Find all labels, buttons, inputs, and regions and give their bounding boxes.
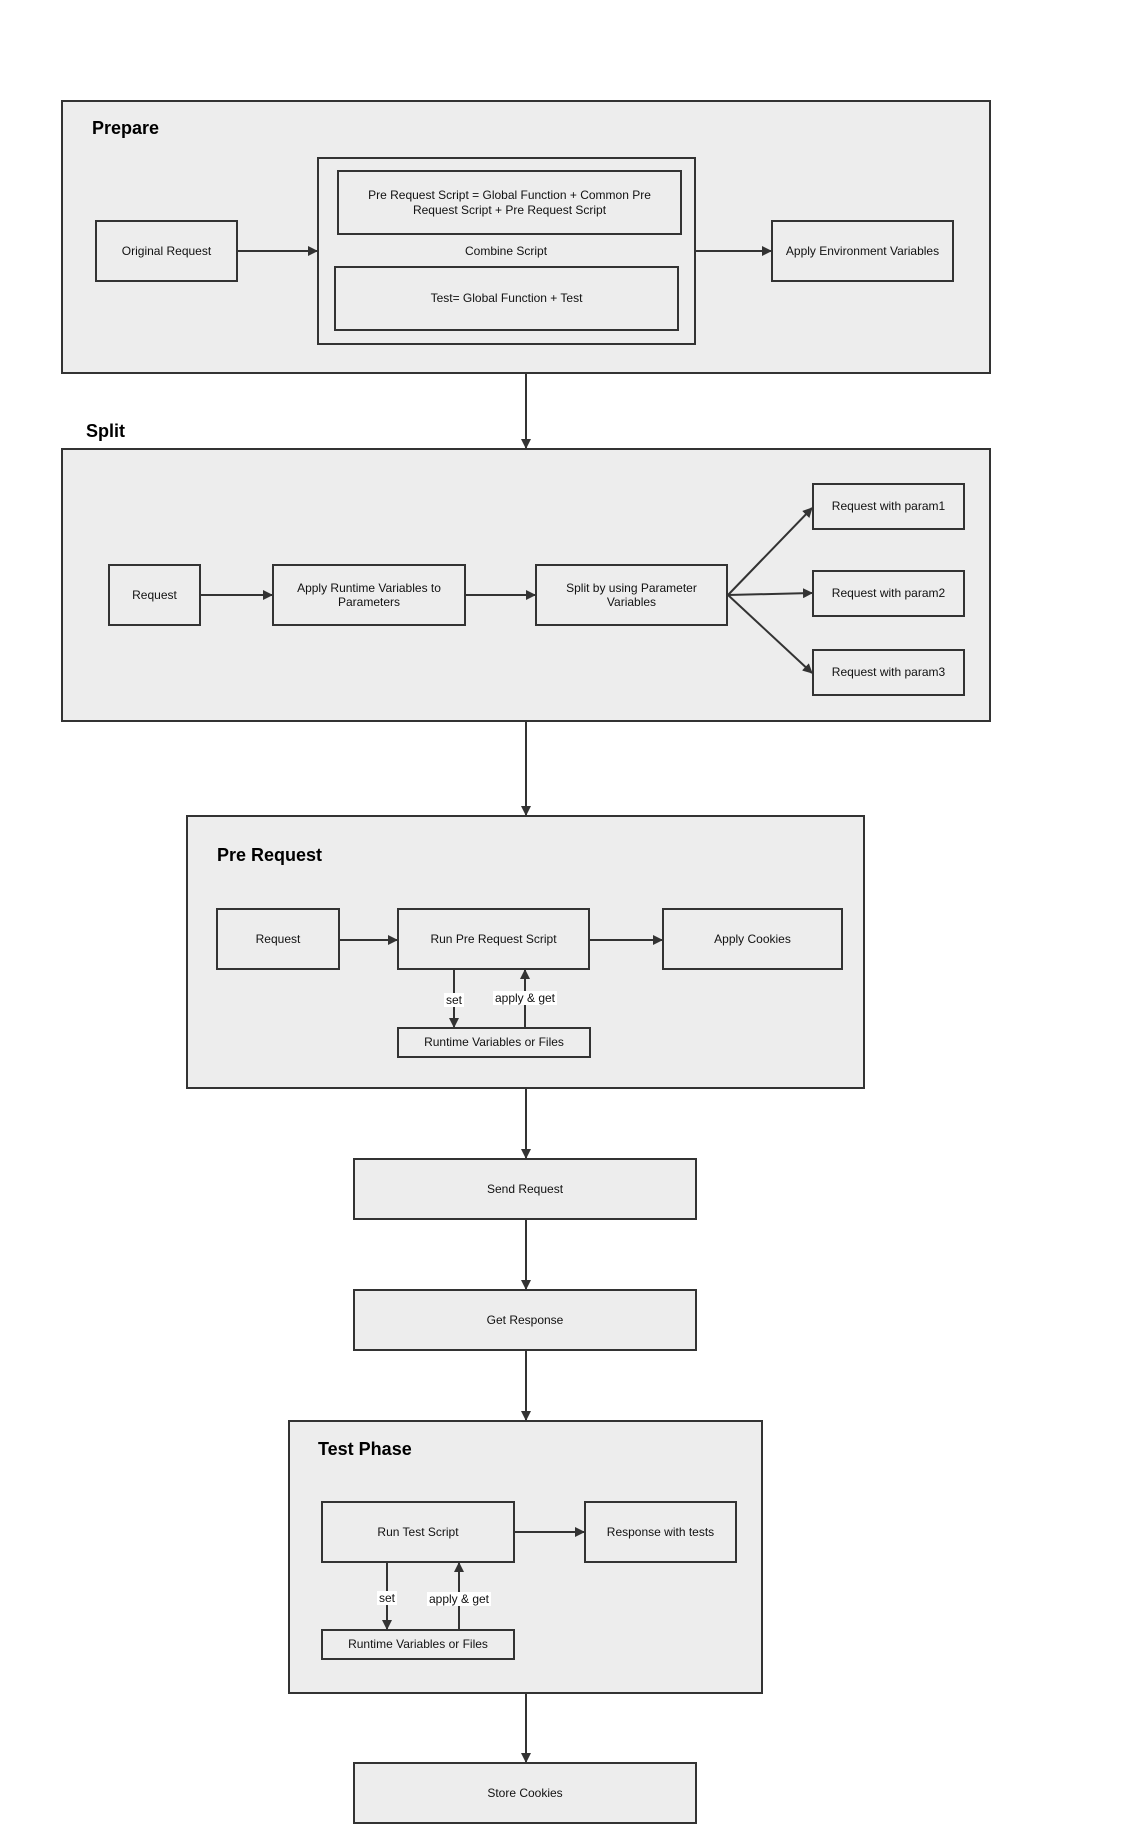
split-title: Split	[86, 421, 125, 441]
original-request-node: Original Request	[95, 220, 238, 282]
combine-script-container	[317, 157, 696, 345]
test-phase-title: Test Phase	[318, 1439, 412, 1459]
test-phase-group	[288, 1420, 763, 1694]
edge-split-to-param3	[727, 594, 813, 674]
apply-cookies-node: Apply Cookies	[662, 908, 843, 970]
test-runtime-variables-node: Runtime Variables or Files	[321, 1629, 515, 1660]
pre-request-set-label: set	[443, 993, 465, 1007]
edge-split-to-param2	[727, 588, 813, 599]
combine-script-label: Combine Script	[465, 244, 548, 258]
request-param2-node: Request with param2	[812, 570, 965, 617]
apply-runtime-variables-node: Apply Runtime Variables to Parameters	[272, 564, 466, 626]
pre-request-title: Pre Request	[217, 845, 323, 865]
prepare-title: Prepare	[92, 118, 160, 138]
test-set-label: set	[376, 1591, 398, 1605]
apply-environment-variables-node: Apply Environment Variables	[771, 220, 954, 282]
run-pre-request-script-node: Run Pre Request Script	[397, 908, 590, 970]
store-cookies-node: Store Cookies	[353, 1762, 697, 1824]
pre-request-group	[186, 815, 865, 1089]
get-response-node: Get Response	[353, 1289, 697, 1351]
send-request-node: Send Request	[353, 1158, 697, 1220]
split-request-node: Request	[108, 564, 201, 626]
test-apply-get-label: apply & get	[426, 1592, 492, 1606]
edge-split-to-param1	[727, 507, 813, 596]
pre-request-apply-get-label: apply & get	[492, 991, 558, 1005]
request-param3-node: Request with param3	[812, 649, 965, 696]
pre-request-runtime-variables-node: Runtime Variables or Files	[397, 1027, 591, 1058]
split-group	[61, 448, 991, 722]
request-param1-node: Request with param1	[812, 483, 965, 530]
response-with-tests-node: Response with tests	[584, 1501, 737, 1563]
pre-request-script-node: Pre Request Script = Global Function + C…	[337, 170, 682, 235]
pre-request-request-node: Request	[216, 908, 340, 970]
test-combine-node: Test= Global Function + Test	[334, 266, 679, 331]
run-test-script-node: Run Test Script	[321, 1501, 515, 1563]
split-by-parameter-node: Split by using Parameter Variables	[535, 564, 728, 626]
prepare-group	[61, 100, 991, 374]
